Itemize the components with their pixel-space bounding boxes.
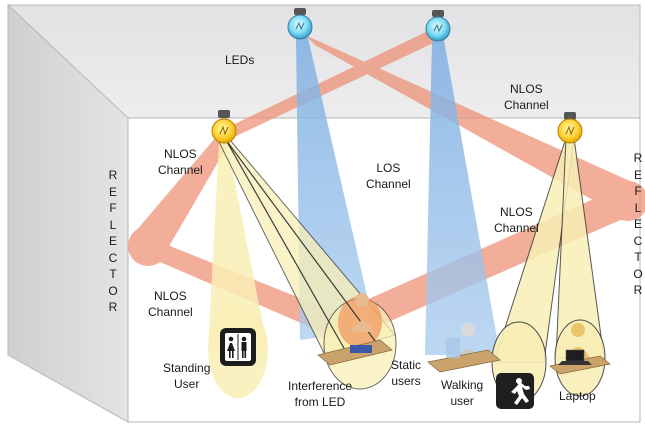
bulb-yellow-icon-right (557, 112, 583, 144)
reflector-letter: T (109, 267, 117, 281)
nlos-beam-top-right (305, 35, 632, 218)
reflector-letter: F (109, 201, 117, 215)
label-line: Channel (148, 305, 193, 319)
chair-static (446, 338, 460, 358)
person-static (427, 323, 501, 373)
restroom-sign-icon (220, 328, 256, 366)
bulb-blue-icon-right (425, 10, 451, 42)
label-line: Interference (288, 379, 353, 393)
reflector-letter: E (108, 184, 117, 199)
nlos-beam-upper-left (222, 30, 444, 138)
reflector-letter: E (633, 167, 642, 182)
person-body (350, 321, 374, 332)
label-line: NLOS (510, 82, 543, 96)
reflector-letter: R (108, 168, 118, 182)
person-laptop (549, 323, 611, 375)
reflector-letter: O (108, 283, 118, 298)
label-static-users: Static users (391, 357, 421, 389)
label-line: Channel (366, 177, 411, 191)
reflector-letter: O (633, 266, 643, 281)
walking-person-icon (496, 373, 534, 409)
person-icon (461, 323, 475, 337)
reflector-left-label: R E F L E C T O R (106, 167, 120, 316)
label-walking-user: Walking user (441, 377, 483, 409)
label-line: users (391, 374, 421, 388)
laptop-icon (558, 349, 592, 365)
label-leds: LEDs (225, 53, 255, 67)
label-line: NLOS (154, 289, 187, 303)
label-line: NLOS (164, 147, 197, 161)
reflector-letter: T (634, 250, 642, 264)
bulb-yellow-icon-left (211, 110, 237, 144)
interference-line-b (225, 139, 379, 346)
reflector-letter: E (108, 234, 117, 248)
reflector-letter: L (109, 217, 117, 232)
reflector-letter: R (633, 151, 643, 165)
bulb-blue-icon-left (287, 8, 313, 40)
interference-line-a (225, 139, 346, 351)
label-line: Walking (441, 378, 484, 392)
label-laptop: Laptop (559, 389, 596, 403)
reflector-letter: C (108, 250, 118, 265)
label-nlos-right: NLOS Channel (494, 204, 539, 236)
reflector-letter: R (633, 283, 643, 297)
label-line: from LED (294, 395, 346, 409)
label-line: User (174, 377, 200, 391)
label-line: Channel (504, 98, 549, 112)
person-icon (355, 293, 369, 307)
label-line: Static (391, 358, 422, 372)
label-line: Standing (163, 361, 211, 375)
label-line: LOS (376, 161, 401, 175)
label-nlos-left: NLOS Channel (158, 146, 203, 178)
label-los: LOS Channel (366, 160, 411, 192)
person-interference (317, 293, 393, 366)
reflector-letter: L (634, 200, 642, 215)
label-nlos-bottom-left: NLOS Channel (148, 288, 193, 320)
nlos-beam-left-reflector (135, 130, 232, 262)
label-interference: Interference from LED (288, 378, 352, 410)
cone-standing-user (208, 142, 268, 350)
label-nlos-top: NLOS Channel (504, 81, 549, 113)
label-line: user (450, 394, 474, 408)
label-line: NLOS (500, 205, 533, 219)
desk-static (427, 349, 501, 373)
label-line: Channel (494, 221, 539, 235)
reflector-letter: E (633, 217, 642, 231)
label-standing-user: Standing User (163, 360, 210, 392)
los-beam-right (425, 40, 500, 355)
person-icon (571, 323, 585, 337)
label-line: Channel (158, 163, 203, 177)
reflector-letter: R (108, 300, 118, 314)
reflector-letter: F (634, 184, 642, 198)
reflector-right-label: R E F L E C T O R (631, 150, 645, 299)
device-interference (350, 345, 372, 353)
reflector-letter: C (633, 233, 643, 248)
